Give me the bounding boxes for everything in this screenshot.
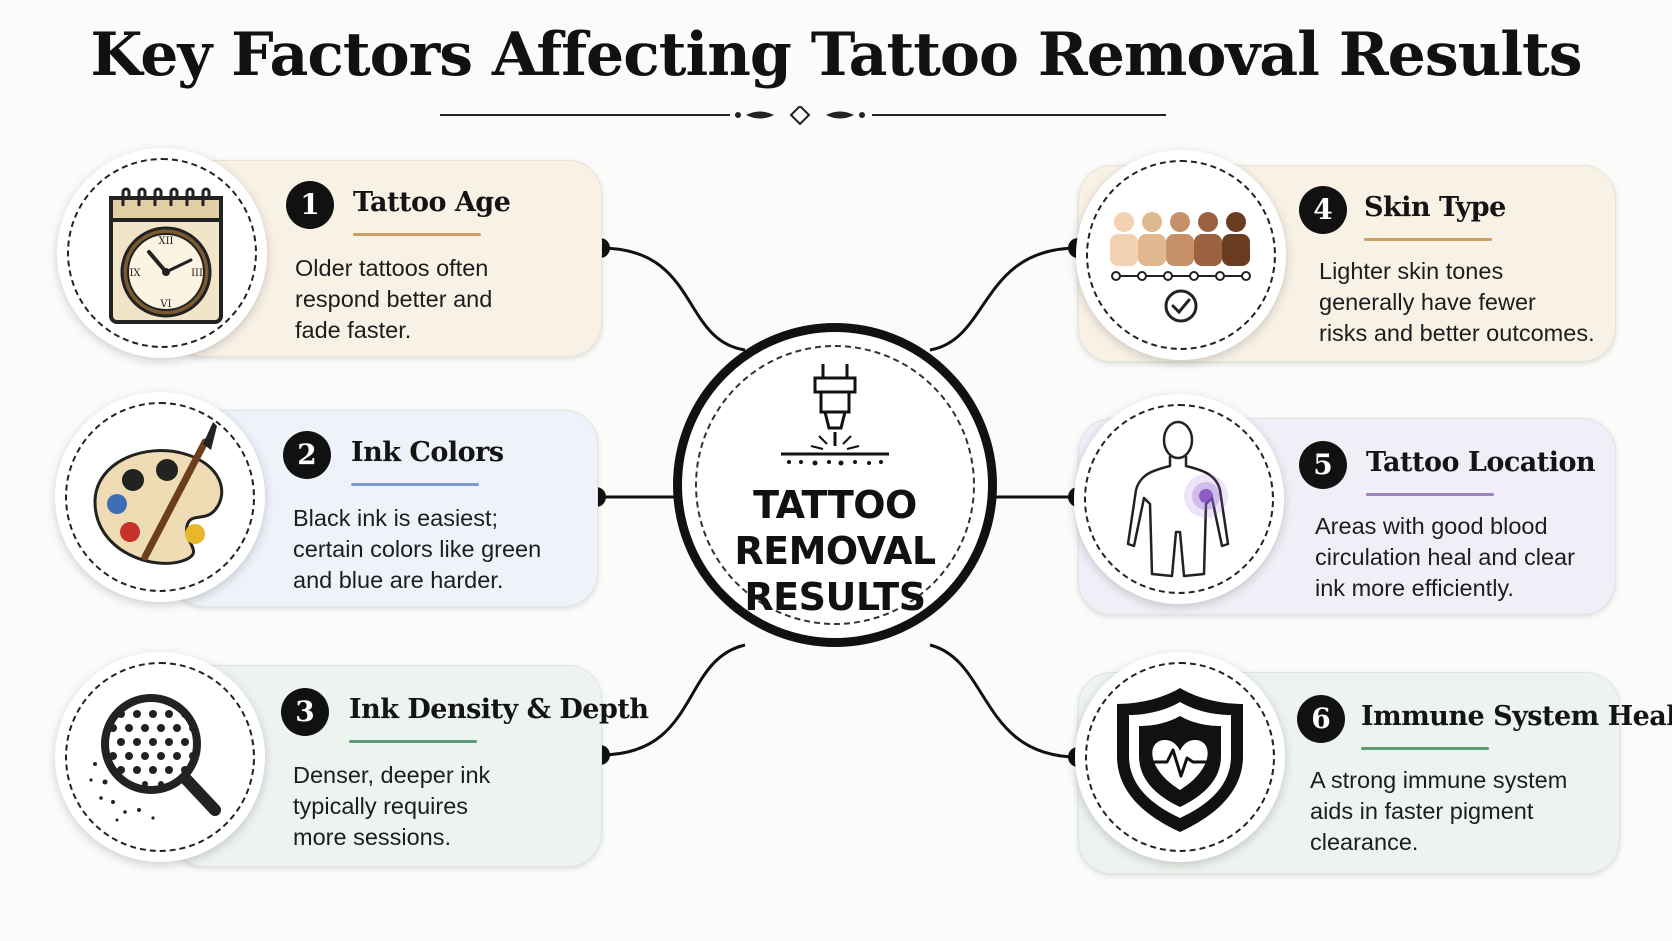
factor-description: A strong immune system aids in faster pi…	[1310, 767, 1568, 855]
factor-number-badge: 6	[1297, 695, 1345, 743]
factor-title: Tattoo Location	[1366, 447, 1596, 478]
factor-description: Denser, deeper ink typically requires mo…	[293, 762, 491, 850]
svg-text:IX: IX	[129, 268, 141, 279]
svg-text:XII: XII	[158, 236, 173, 247]
shield-heart-icon	[1117, 688, 1243, 832]
factor-accent-line	[353, 233, 481, 236]
factor-description: Areas with good blood circulation heal a…	[1315, 513, 1575, 601]
svg-text:III: III	[191, 268, 203, 279]
factor-number-badge: 2	[283, 431, 331, 479]
page-title: Key Factors Affecting Tattoo Removal Res…	[90, 20, 1582, 90]
factor-number-badge: 3	[281, 688, 329, 736]
factor-number-badge: 4	[1299, 186, 1347, 234]
factor-title: Ink Density & Depth	[349, 694, 649, 725]
factor-accent-line	[1361, 747, 1489, 750]
skin-tones-icon	[1110, 212, 1251, 323]
factor-icon-frame: XII III VI IX	[57, 148, 267, 358]
factor-title: Tattoo Age	[353, 187, 511, 218]
body-outline-icon	[1126, 420, 1230, 578]
factor-icon-frame	[55, 392, 265, 602]
factor-number-badge: 5	[1299, 441, 1347, 489]
magnifier-icon	[89, 694, 221, 822]
factor-accent-line	[349, 740, 477, 743]
factor-accent-line	[1366, 493, 1494, 496]
calendar-clock-icon: XII III VI IX	[109, 187, 223, 324]
factor-icon-frame	[1075, 652, 1285, 862]
factor-title: Immune System Health	[1361, 701, 1672, 732]
factor-description: Black ink is easiest; certain colors lik…	[293, 505, 542, 593]
center-label: TATTOO REMOVAL RESULTS	[734, 483, 936, 619]
laser-icon	[781, 364, 889, 466]
factor-icon-frame	[55, 652, 265, 862]
svg-text:VI: VI	[159, 299, 171, 310]
factor-accent-line	[351, 483, 479, 486]
factor-number-badge: 1	[286, 181, 334, 229]
factor-title: Ink Colors	[351, 437, 504, 468]
factor-description: Lighter skin tones generally have fewer …	[1319, 258, 1595, 346]
factor-accent-line	[1364, 238, 1492, 241]
title-divider	[440, 106, 1166, 126]
paint-palette-icon	[93, 422, 224, 565]
factor-icon-frame	[1076, 150, 1286, 360]
factor-title: Skin Type	[1364, 192, 1506, 223]
factor-icon-frame	[1074, 394, 1284, 604]
factor-description: Older tattoos often respond better and f…	[295, 255, 493, 343]
center-hub: TATTOO REMOVAL RESULTS	[673, 323, 997, 647]
